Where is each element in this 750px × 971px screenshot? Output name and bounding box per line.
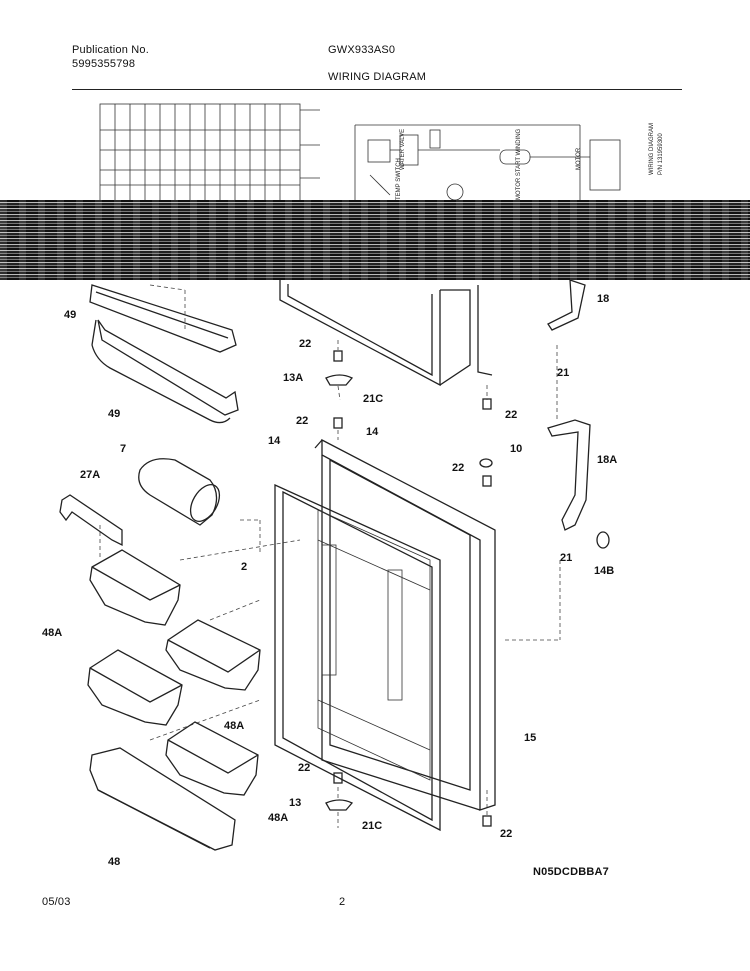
callout-14a: 14 [366,426,379,438]
callout-18: 18 [597,293,609,305]
callout-21c-b: 21C [362,820,382,832]
callout-27a: 27A [80,469,100,481]
callout-18a: 18A [597,454,617,466]
hinge-18a [547,419,591,531]
header-rule [72,89,682,90]
callout-22c: 22 [296,415,308,427]
footer-page: 2 [339,896,346,908]
door-bin-48a-2 [165,619,261,691]
pin-14b [596,531,610,549]
temp-switch-label: TEMP SWITCH [396,158,402,200]
door-shelf-49-lower [91,319,239,424]
leader-lines [99,284,561,828]
callout-22a: 22 [299,338,311,350]
wiring-side-label-1: WIRING DIAGRAM [649,123,655,175]
publication-number: 5995355798 [72,58,136,70]
callout-2: 2 [241,561,247,573]
freezer-door [279,280,493,387]
bracket-27a [59,494,123,547]
footer-date: 05/03 [42,896,71,908]
callout-13: 13 [289,797,301,809]
callout-22d: 22 [452,462,464,474]
callout-10: 10 [510,443,522,455]
callout-7: 7 [120,443,126,455]
callout-48a-3: 48A [268,812,288,824]
door-gasket-2 [274,483,441,832]
callout-21: 21 [557,367,569,379]
callout-48a-1: 48A [42,627,62,639]
callout-22f: 22 [500,828,512,840]
door-bin-48a-1 [89,549,181,626]
screws [325,350,493,827]
section-title: WIRING DIAGRAM [328,71,427,83]
callout-13a: 13A [283,372,303,384]
door-bin-48a-4 [165,721,259,796]
door-bin-48a-3 [87,649,183,726]
wiring-side-label-2: P/N 131959300 [658,133,664,175]
callout-22e: 22 [298,762,310,774]
callout-49a: 49 [64,309,76,321]
door-liner [317,509,431,781]
door-shelf-49-upper [89,284,237,353]
water-valve-label: WATER VALVE [400,129,406,170]
drawing-code: N05DCDBBA7 [533,866,609,878]
motor-start-winding-label: MOTOR START WINDING [516,128,522,200]
motor-label: MOTOR [576,147,582,170]
callout-14b-pin: 14B [594,565,614,577]
scan-noise-band [0,200,750,280]
scan-noise-overlay [0,200,750,280]
fresh-food-door-15 [314,438,496,811]
callout-14b: 14 [268,435,281,447]
wiring-schematic: WATER VALVE TEMP SWITCH MOTOR START WIND… [99,103,664,205]
callout-48a-2: 48A [224,720,244,732]
model-number: GWX933AS0 [328,44,396,56]
publication-label: Publication No. [72,44,149,56]
callout-21b: 21 [560,552,572,564]
filter-cartridge-7 [138,458,221,526]
door-shelf-48 [89,747,236,851]
callout-49b: 49 [108,408,120,420]
callout-21c-a: 21C [363,393,383,405]
callout-15: 15 [524,732,536,744]
callout-22b: 22 [505,409,517,421]
callout-48: 48 [108,856,120,868]
hinge-18 [547,279,586,331]
